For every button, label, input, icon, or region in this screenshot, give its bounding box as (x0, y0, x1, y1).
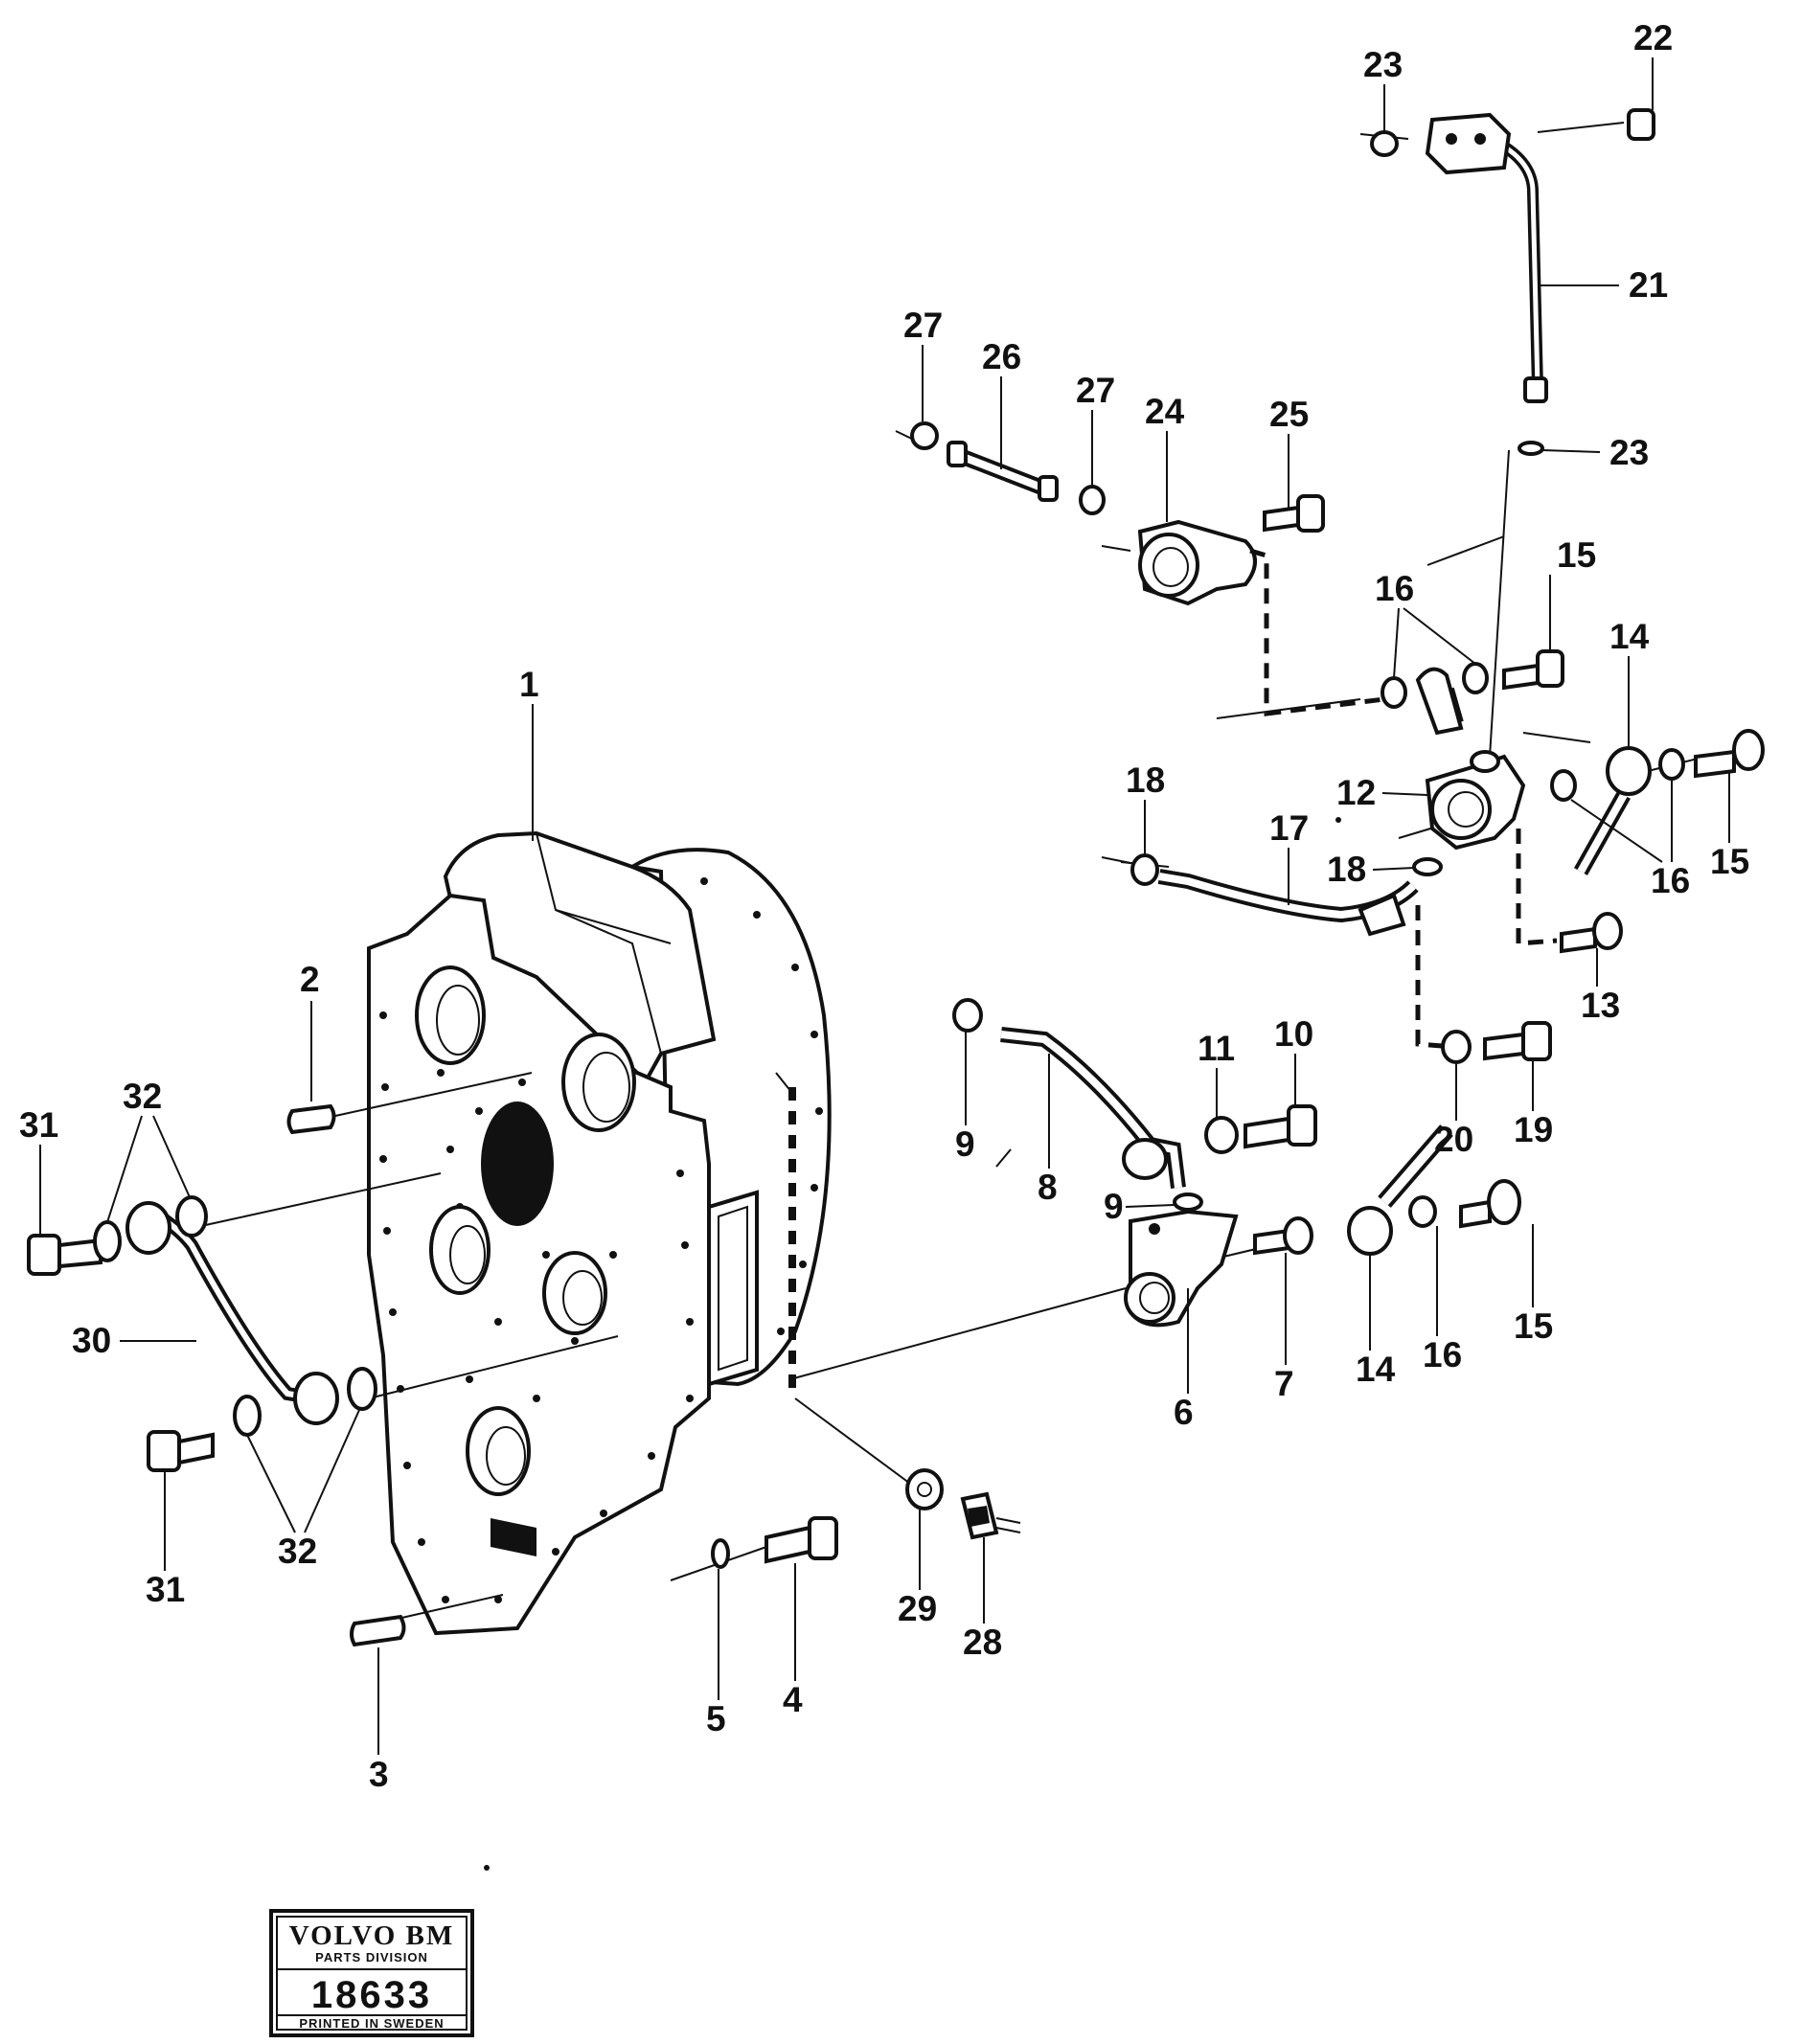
washer-16-upper-a (1381, 676, 1407, 709)
valve-body-12 (1425, 750, 1526, 851)
washer-16-right-b (1658, 748, 1685, 781)
callout-4: 4 (783, 1680, 803, 1719)
clip-23-lower (1518, 441, 1544, 456)
callout-16-upper: 16 (1375, 569, 1414, 608)
bolt-10 (1244, 1104, 1317, 1149)
callout-31-upper: 31 (19, 1105, 58, 1145)
callout-2: 2 (300, 960, 320, 999)
callout-7: 7 (1274, 1364, 1294, 1403)
ink-dot-2 (1335, 817, 1341, 823)
washer-9-lower (1173, 1192, 1203, 1212)
bolt-15-right (1694, 729, 1765, 779)
volvo-bm-stamp: VOLVO BM PARTS DIVISION 18633 PRINTED IN… (269, 1909, 474, 2037)
callout-9-lower: 9 (1104, 1187, 1124, 1226)
callout-16-lower: 16 (1423, 1335, 1462, 1374)
bolt-7 (1253, 1216, 1313, 1256)
stamp-brand: VOLVO BM (289, 1920, 454, 1951)
washer-11 (1204, 1116, 1239, 1154)
dowel-pin-2 (286, 1103, 336, 1135)
banjo-14-lower (1347, 1124, 1453, 1256)
callout-26: 26 (982, 337, 1021, 376)
callout-32-lower: 32 (278, 1532, 317, 1571)
callout-16-right: 16 (1651, 861, 1690, 900)
washer-16-upper-b (1462, 662, 1489, 694)
callout-23-upper: 23 (1363, 45, 1403, 84)
oil-pipe-8 (1000, 1027, 1186, 1189)
callout-30: 30 (72, 1321, 111, 1360)
bracket-21 (1425, 112, 1512, 175)
callout-17: 17 (1269, 808, 1309, 848)
callout-8: 8 (1038, 1168, 1058, 1207)
washer-32-set (93, 1195, 377, 1437)
callout-27-left: 27 (903, 306, 943, 345)
bolt-4 (765, 1516, 838, 1564)
stamp-number: 18633 (311, 1974, 432, 2016)
callout-31-lower: 31 (146, 1570, 185, 1609)
callout-18-right: 18 (1327, 850, 1366, 889)
callout-18-left: 18 (1126, 761, 1165, 800)
callout-19: 19 (1514, 1110, 1553, 1149)
callout-21: 21 (1629, 265, 1668, 305)
callout-27-right: 27 (1076, 371, 1115, 410)
sensor-28 (960, 1491, 1021, 1540)
callout-1: 1 (519, 665, 539, 704)
callout-25: 25 (1269, 395, 1309, 434)
ink-dot (484, 1865, 490, 1871)
callouts: 1 2 3 4 5 6 7 8 9 9 10 11 12 13 14 14 15 (19, 18, 1749, 1794)
callout-15-right: 15 (1710, 842, 1749, 881)
washer-16-right-a (1550, 769, 1577, 802)
bolt-13 (1560, 912, 1623, 954)
assembly-guides (1249, 548, 1558, 1049)
washer-29 (905, 1468, 944, 1510)
oil-pipe-30 (126, 1200, 339, 1425)
bolt-15-upper (1502, 649, 1564, 691)
washer-23-upper (1370, 130, 1399, 157)
callout-29: 29 (898, 1589, 937, 1628)
callout-9-upper: 9 (955, 1124, 975, 1164)
callout-22: 22 (1633, 18, 1673, 57)
washer-27-left (910, 421, 939, 450)
callout-13: 13 (1581, 986, 1620, 1025)
washer-16-lower (1408, 1195, 1437, 1228)
callout-3: 3 (369, 1755, 389, 1794)
callout-28: 28 (963, 1623, 1002, 1662)
callout-20: 20 (1434, 1120, 1473, 1159)
stamp-printed: PRINTED IN SWEDEN (299, 2016, 444, 2031)
lock-washer-5 (711, 1538, 730, 1569)
oil-pipe-17 (1157, 869, 1419, 937)
washer-18-right (1412, 857, 1443, 876)
adapter-6 (1124, 1209, 1239, 1328)
nut-22 (1627, 108, 1655, 141)
banjo-14-upper (1574, 746, 1652, 875)
pipe-26 (947, 441, 1059, 502)
dowel-pin-3 (350, 1614, 406, 1647)
bolt-31-lower (147, 1430, 215, 1472)
washer-20 (1441, 1030, 1472, 1064)
callout-6: 6 (1174, 1393, 1194, 1432)
callout-14-upper: 14 (1609, 617, 1650, 656)
bolt-25 (1263, 494, 1325, 533)
bolt-19 (1483, 1021, 1552, 1061)
washer-27-right (1079, 485, 1106, 515)
callout-5: 5 (706, 1699, 726, 1738)
callout-11: 11 (1198, 1029, 1235, 1068)
banjo-upper-center (1415, 667, 1464, 736)
callout-23-lower: 23 (1609, 433, 1649, 472)
stamp-division: PARTS DIVISION (315, 1950, 428, 1965)
callout-32-upper: 32 (123, 1077, 162, 1116)
callout-15-lower: 15 (1514, 1306, 1553, 1346)
callout-10: 10 (1274, 1014, 1313, 1054)
callout-15-upper: 15 (1557, 535, 1596, 575)
callout-24: 24 (1145, 392, 1185, 431)
transmission-housing (367, 830, 832, 1636)
callout-12: 12 (1336, 773, 1376, 812)
hose-21 (1495, 138, 1548, 403)
callout-14-lower: 14 (1356, 1350, 1396, 1389)
bolt-15-lower (1459, 1179, 1521, 1229)
flange-24 (1137, 519, 1257, 606)
washer-9-upper (952, 998, 983, 1033)
washer-18-left (1130, 853, 1159, 886)
bolt-31-upper (27, 1234, 103, 1276)
